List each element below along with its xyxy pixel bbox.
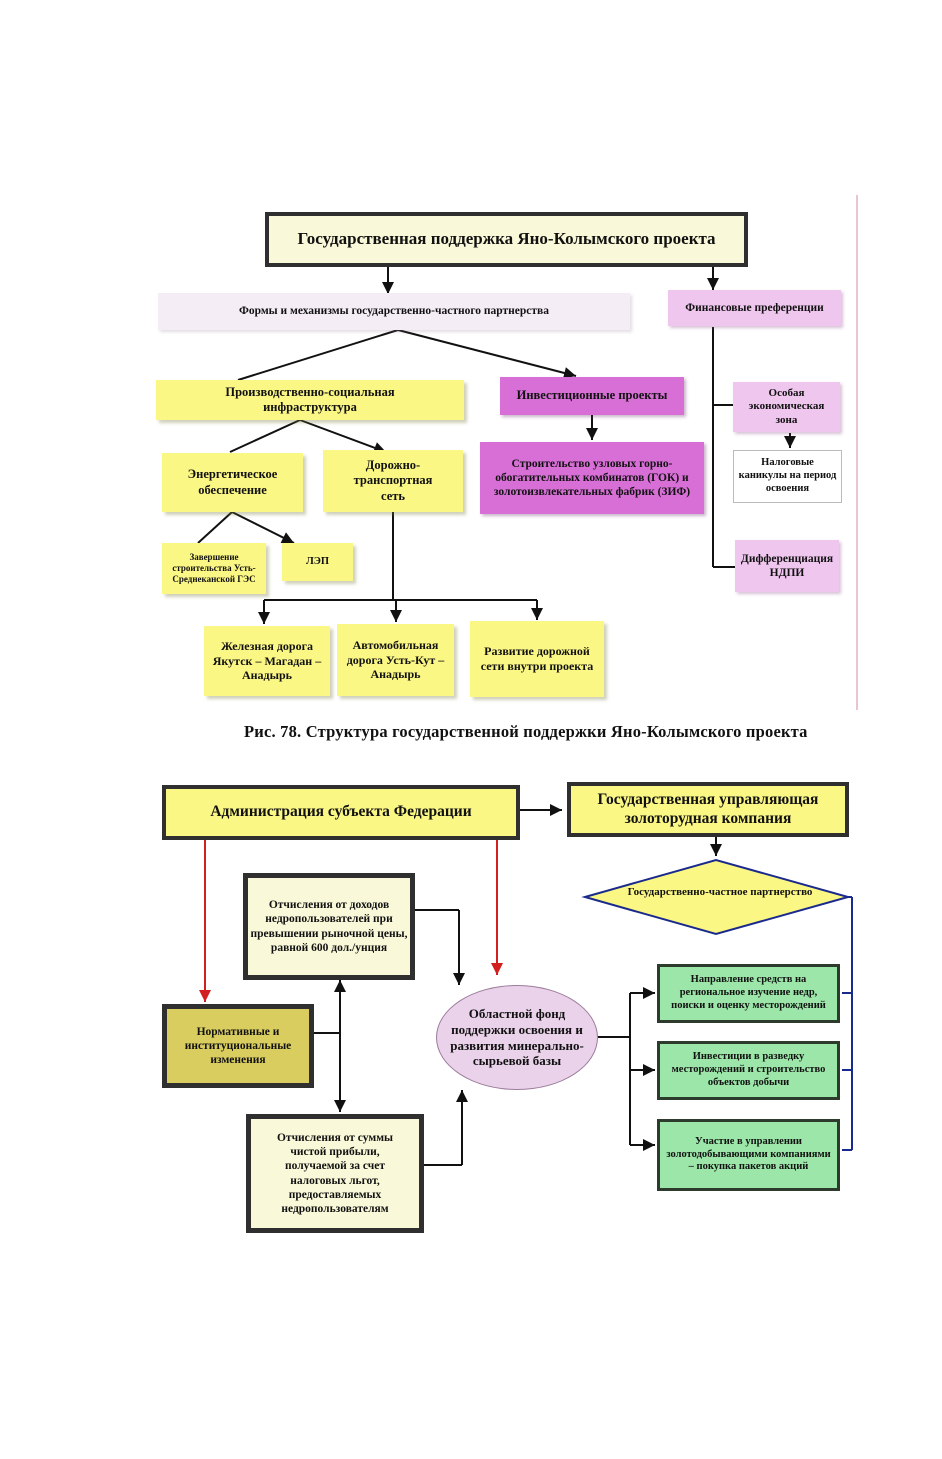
g3-box: Участие в управлении золотодобывающими к… <box>657 1119 840 1191</box>
road-box: Дорожно-транспортная сеть <box>323 450 463 512</box>
gok-box: Строительство узловых горно-обогатительн… <box>480 442 704 514</box>
g2-box: Инвестиции в разведку месторождений и ст… <box>657 1041 840 1100</box>
zone-box: Особая экономическая зона <box>733 382 840 432</box>
invest-box: Инвестиционные проекты <box>500 377 684 415</box>
energy-box: Энергетическое обеспечение <box>162 453 303 512</box>
ges-box: Завершение строительства Усть-Среднеканс… <box>162 543 266 594</box>
root-box: Государственная поддержка Яно-Колымского… <box>265 212 748 267</box>
rail-box: Железная дорога Якутск – Магадан – Анады… <box>204 626 330 696</box>
infra-box: Производственно-социальная инфраструктур… <box>156 380 464 420</box>
norm-box: Нормативные и институциональные изменени… <box>162 1004 314 1088</box>
forms-box: Формы и механизмы государственно-частног… <box>158 293 630 330</box>
otch2-box: Отчисления от суммы чистой прибыли, полу… <box>246 1114 424 1233</box>
tax-box: Налоговые каникулы на период освоения <box>733 450 842 503</box>
ndpi-box: Дифференциация НДПИ <box>735 540 839 592</box>
otch1-box: Отчисления от доходов недропользователей… <box>243 873 415 980</box>
company-box: Государственная управляющая золоторудная… <box>567 782 849 837</box>
finance-box: Финансовые преференции <box>668 290 841 326</box>
lep-box: ЛЭП <box>282 543 353 581</box>
figure-caption: Рис. 78. Структура государственной подде… <box>244 722 808 741</box>
roaddev-box: Развитие дорожной сети внутри проекта <box>470 621 604 697</box>
ppp-diamond <box>581 858 852 936</box>
g1-box: Направление средств на региональное изуч… <box>657 964 840 1023</box>
fund-ellipse: Областной фонд поддержки освоения и разв… <box>436 985 598 1090</box>
page-edge <box>856 195 858 710</box>
ppp-label: Государственно-частное партнерство <box>627 886 813 898</box>
auto-box: Автомобильная дорога Усть-Кут – Анадырь <box>337 624 454 696</box>
admin-box: Администрация субъекта Федерации <box>162 785 520 840</box>
